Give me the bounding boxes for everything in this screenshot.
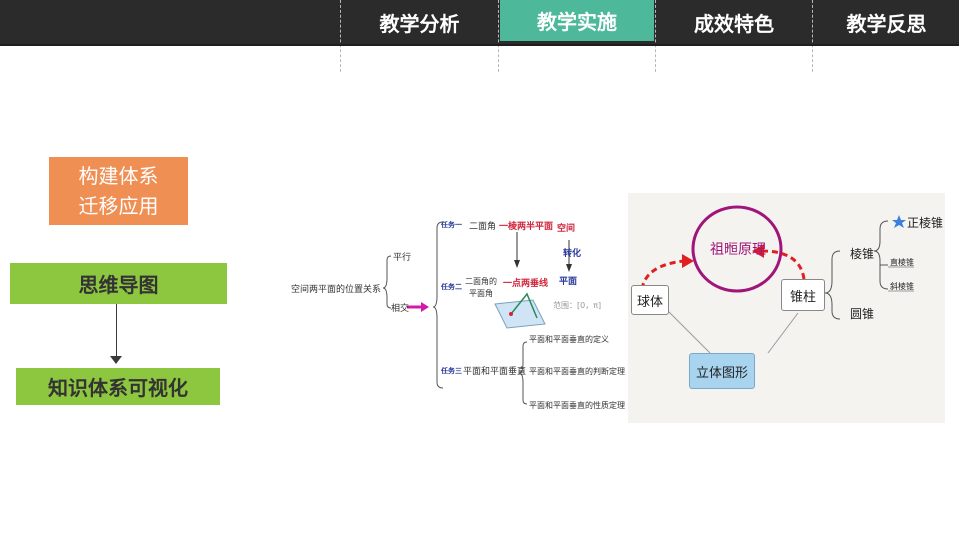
mind-map-box: 思维导图 — [10, 263, 227, 304]
mm-task1: 任务一 — [441, 221, 462, 229]
mm-task2: 任务二 — [441, 283, 462, 291]
tab-divider — [498, 0, 500, 72]
tab-results-features[interactable]: 成效特色 — [694, 11, 774, 36]
mm-dihedral-plane-line2: 平面角 — [469, 289, 493, 298]
oblique-pyramid-label: 斜棱锥 — [890, 282, 914, 291]
mind-map-image: 空间两平面的位置关系 平行 相交 任务一 二面角 一棱两半平面 空间 转化 任务… — [283, 208, 625, 424]
build-system-box: 构建体系 迁移应用 — [49, 157, 188, 225]
top-nav-bar — [0, 0, 959, 44]
transfer-apply-label: 迁移应用 — [78, 194, 159, 218]
mm-theorem: 平面和平面垂直的判断定理 — [529, 367, 625, 376]
knowledge-visualization-box: 知识体系可视化 — [16, 368, 220, 405]
mm-definition: 平面和平面垂直的定义 — [529, 335, 609, 344]
mm-space: 空间 — [557, 224, 576, 234]
mm-half-planes: 一棱两半平面 — [499, 222, 554, 232]
tab-divider — [812, 0, 814, 72]
mm-point-two-lines: 一点两垂线 — [503, 279, 549, 289]
tab-teaching-implementation[interactable]: 教学实施 — [500, 0, 654, 41]
build-system-label: 构建体系 — [78, 164, 159, 188]
mm-property: 平面和平面垂直的性质定理 — [529, 401, 625, 410]
mm-plane: 平面 — [559, 277, 578, 287]
regular-pyramid-label: 正棱锥 — [907, 216, 944, 230]
mm-convert: 转化 — [563, 249, 582, 259]
mm-dihedral: 二面角 — [469, 222, 497, 232]
tab-teaching-analysis[interactable]: 教学分析 — [379, 11, 460, 36]
mm-parallel: 平行 — [393, 253, 412, 263]
mm-perpendicular: 平面和平面垂直 — [463, 367, 527, 377]
mm-dihedral-plane-line1: 二面角的 — [465, 277, 497, 286]
principle-label: 祖暅原理 — [710, 242, 766, 258]
tab-teaching-reflection[interactable]: 教学反思 — [846, 11, 927, 36]
mm-root: 空间两平面的位置关系 — [291, 285, 382, 295]
cone-label: 圆锥 — [850, 307, 875, 321]
flow-arrow-line — [116, 304, 117, 360]
mind-map-label: 思维导图 — [78, 273, 159, 297]
cone-cylinder-node: 锥柱 — [781, 279, 825, 311]
sphere-node: 球体 — [631, 285, 669, 315]
mm-range: 范围：[0，π] — [553, 301, 602, 310]
solid-figure-diagram: 祖暅原理 球体 锥柱 立体图形 棱锥 圆锥 正棱锥 直棱锥 斜棱锥 — [628, 193, 945, 423]
mm-intersect: 相交 — [391, 304, 410, 314]
solid-figure-label: 立体图形 — [695, 365, 748, 381]
solid-figure-node: 立体图形 — [689, 353, 755, 389]
mm-task3: 任务三 — [441, 367, 462, 375]
mind-map-lines — [382, 221, 572, 405]
knowledge-visualization-label: 知识体系可视化 — [48, 376, 188, 400]
flow-arrow-head — [110, 356, 122, 364]
sphere-label: 球体 — [636, 294, 663, 310]
right-pyramid-label: 直棱锥 — [890, 258, 914, 267]
tab-divider — [340, 0, 342, 72]
tab-divider — [655, 0, 657, 72]
cone-cylinder-label: 锥柱 — [789, 289, 816, 305]
nav-underline — [0, 44, 959, 46]
pyramid-label: 棱锥 — [850, 247, 875, 261]
